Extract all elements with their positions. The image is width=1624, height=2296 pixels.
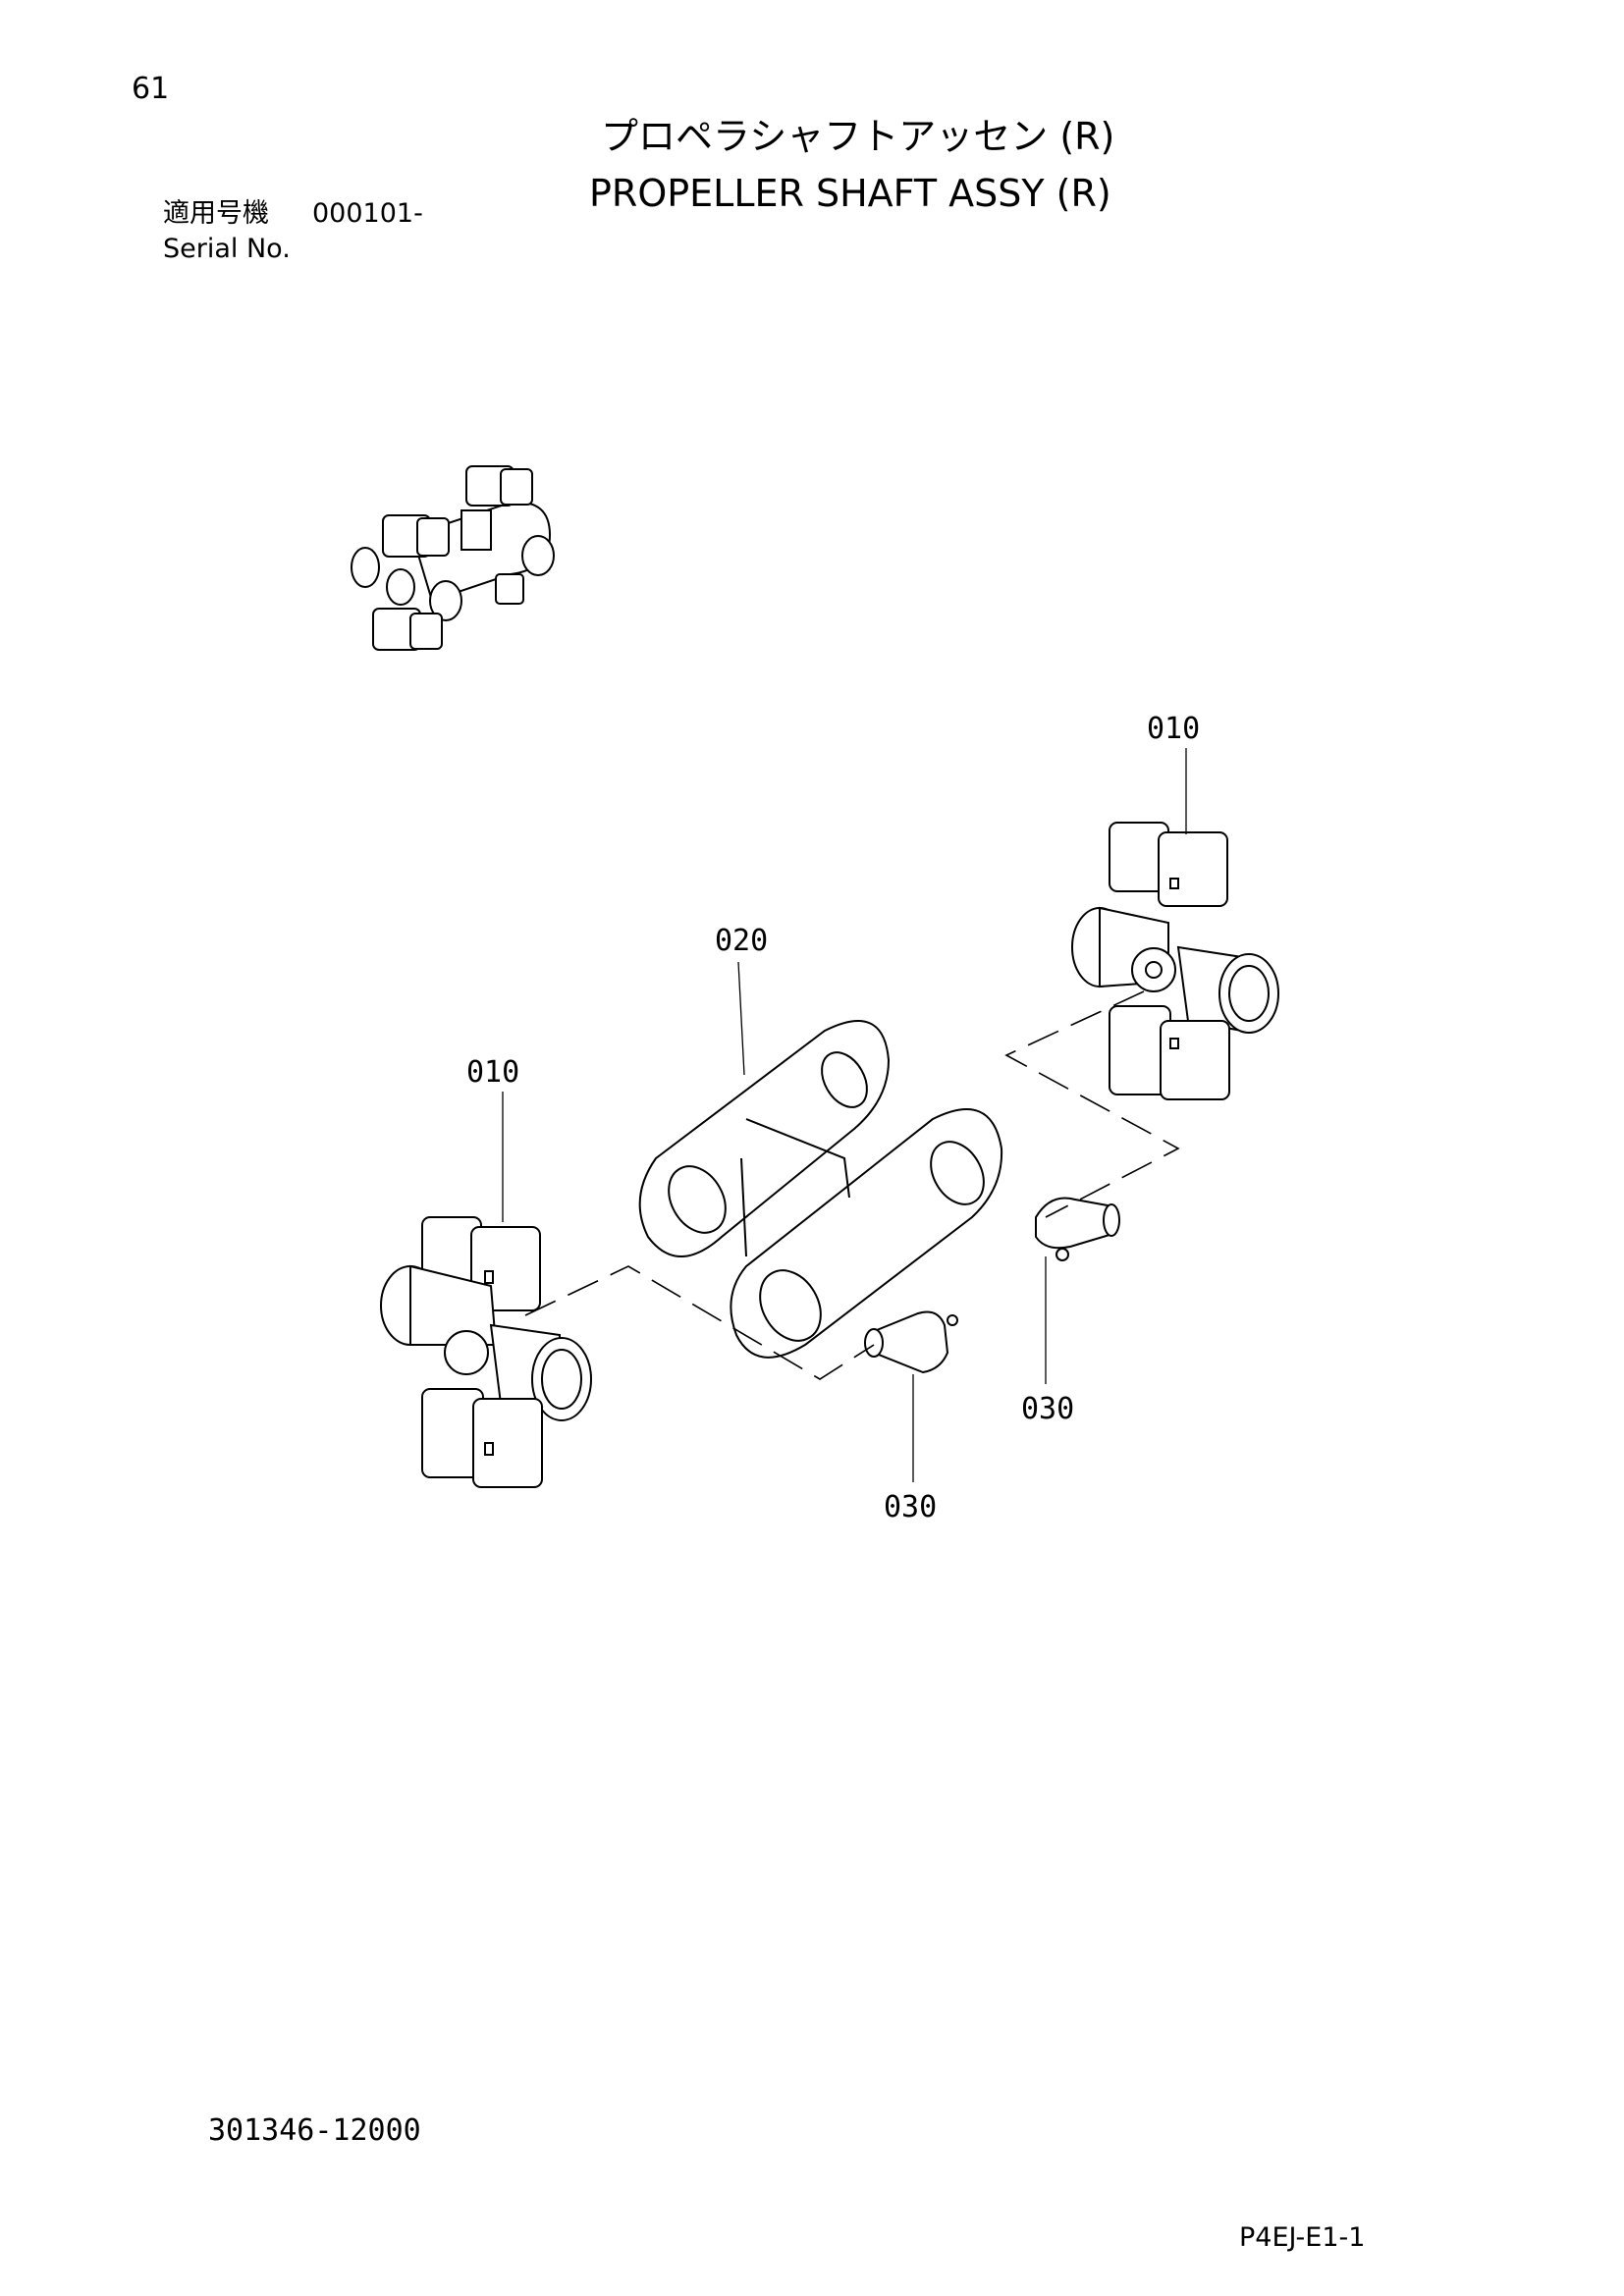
- page-title-japanese: プロペラシャフトアッセン (R): [601, 115, 1115, 158]
- grease-fitting-030-left: [864, 1310, 958, 1374]
- serial-label-japanese: 適用号機: [163, 198, 269, 229]
- page-title-english: PROPELLER SHAFT ASSY (R): [589, 172, 1111, 215]
- callout-010-right: 010: [1147, 712, 1200, 746]
- leader-020: [737, 961, 745, 1076]
- page-number: 61: [132, 72, 170, 106]
- callout-010-left: 010: [466, 1055, 519, 1090]
- callout-020: 020: [715, 924, 768, 958]
- callout-030-right: 030: [1021, 1392, 1074, 1426]
- assembled-overview-figure: [351, 465, 555, 651]
- callout-030-left: 030: [884, 1490, 937, 1524]
- page-code: P4EJ-E1-1: [1239, 2222, 1366, 2253]
- universal-joint-010-left: [380, 1216, 592, 1488]
- serial-label-english: Serial No.: [163, 234, 291, 264]
- propeller-shaft-yoke-020: [638, 1020, 1003, 1359]
- serial-number-value: 000101-: [312, 198, 423, 229]
- assembly-line-right: [1004, 990, 1180, 1218]
- assembly-part-number: 301346-12000: [208, 2113, 421, 2148]
- universal-joint-010-right: [1071, 822, 1279, 1100]
- grease-fitting-030-right: [1035, 1197, 1120, 1261]
- assembly-line-left: [524, 1265, 875, 1380]
